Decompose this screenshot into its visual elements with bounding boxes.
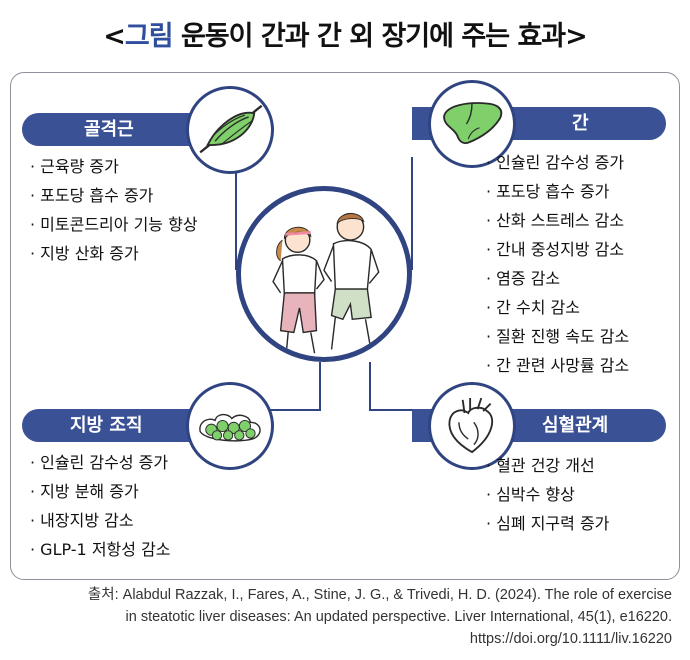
liver-label: 간 (572, 113, 589, 134)
runners-illustration (236, 186, 412, 362)
muscle-icon (186, 86, 274, 174)
source-line-2: in steatotic liver diseases: An updated … (125, 609, 673, 625)
list-item: 심폐 지구력 증가 (486, 509, 609, 538)
source-citation: 출처: Alabdul Razzak, I., Fares, A., Stine… (32, 584, 672, 650)
muscle-list: 근육량 증가 포도당 흡수 증가 미토콘드리아 기능 향상 지방 산화 증가 (30, 152, 198, 268)
muscle-label: 골격근 (84, 119, 134, 140)
liver-icon (428, 80, 516, 168)
list-item: 심박수 향상 (486, 480, 609, 509)
list-item: 간내 중성지방 감소 (486, 235, 629, 264)
list-item: 지방 산화 증가 (30, 239, 198, 268)
list-item: 간 수치 감소 (486, 293, 629, 322)
list-item: 포도당 흡수 증가 (30, 181, 198, 210)
fat-label: 지방 조직 (70, 415, 143, 436)
list-item: 간 관련 사망률 감소 (486, 351, 629, 380)
source-line-3: https://doi.org/10.1111/liv.16220 (469, 631, 672, 647)
title-close-bracket: > (565, 21, 588, 52)
list-item: 염증 감소 (486, 264, 629, 293)
list-item: 인슐린 감수성 증가 (486, 148, 629, 177)
list-item: 근육량 증가 (30, 152, 198, 181)
source-line-1: 출처: Alabdul Razzak, I., Fares, A., Stine… (87, 587, 672, 603)
fat-list: 인슐린 감수성 증가 지방 분해 증가 내장지방 감소 GLP-1 저항성 감소 (30, 448, 171, 564)
woman-runner-icon (272, 226, 325, 354)
liver-list: 인슐린 감수성 증가 포도당 흡수 증가 산화 스트레스 감소 간내 중성지방 … (486, 148, 629, 380)
list-item: 내장지방 감소 (30, 506, 171, 535)
list-item: 산화 스트레스 감소 (486, 206, 629, 235)
list-item: 지방 분해 증가 (30, 477, 171, 506)
list-item: 질환 진행 속도 감소 (486, 322, 629, 351)
heart-list: 혈관 건강 개선 심박수 향상 심폐 지구력 증가 (486, 451, 609, 538)
man-runner-icon (323, 212, 380, 352)
title-highlight: 그림 (124, 21, 174, 52)
list-item: 혈관 건강 개선 (486, 451, 609, 480)
heart-label: 심혈관계 (542, 415, 609, 436)
list-item: 인슐린 감수성 증가 (30, 448, 171, 477)
list-item: GLP-1 저항성 감소 (30, 535, 170, 564)
list-item: 미토콘드리아 기능 향상 (30, 210, 197, 239)
list-item: 포도당 흡수 증가 (486, 177, 629, 206)
title-open-bracket: < (103, 21, 126, 52)
title-text: 운동이 간과 간 외 장기에 주는 효과 (172, 21, 566, 52)
page-title: <그림 운동이 간과 간 외 장기에 주는 효과> (0, 14, 690, 53)
fat-tissue-icon (186, 382, 274, 470)
